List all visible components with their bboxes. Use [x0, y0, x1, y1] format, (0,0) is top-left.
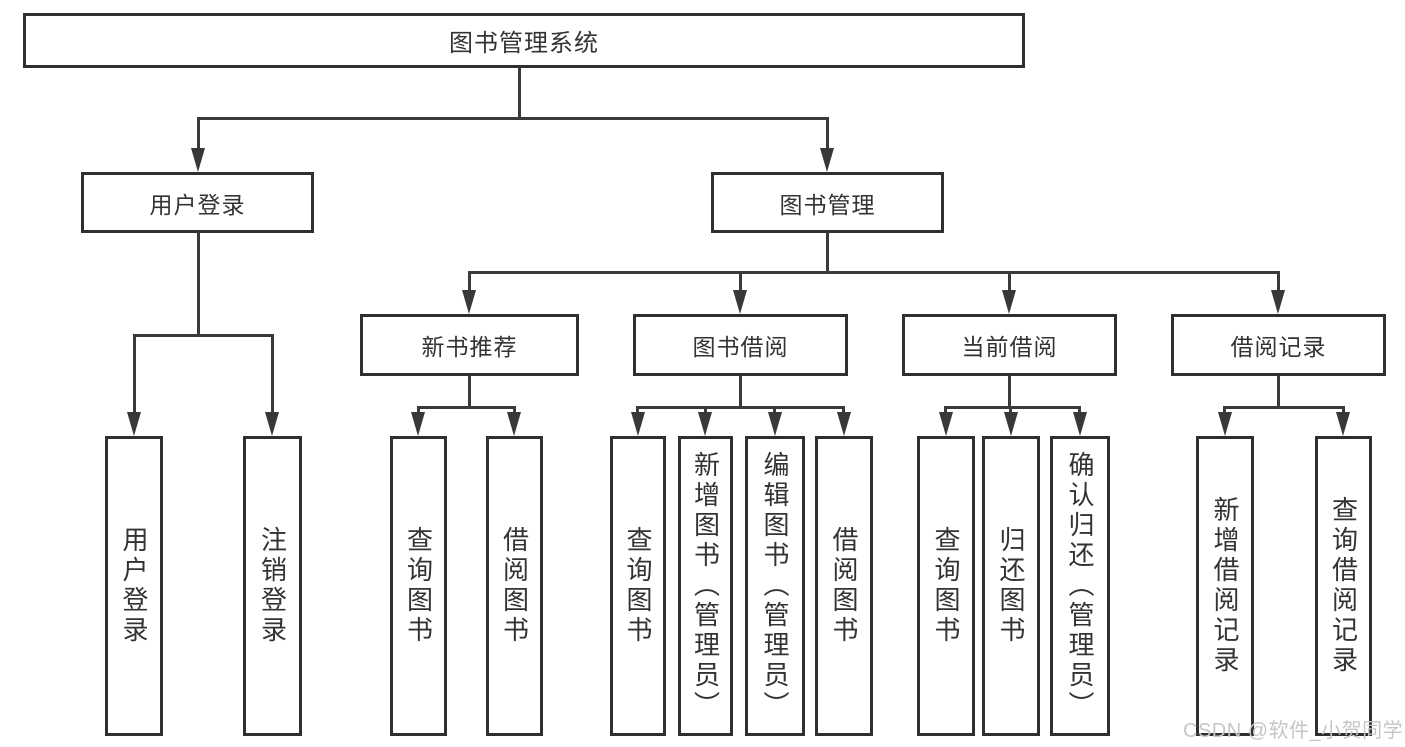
connector-arrowhead [411, 412, 425, 436]
connector-arrowhead [1271, 290, 1285, 314]
leaf-logout-label: 注销登录 [257, 526, 288, 646]
connector-line [518, 68, 521, 118]
node-book-borrowing: 图书借阅 [633, 314, 848, 376]
node-new-book-recommendation-label: 新书推荐 [421, 334, 518, 360]
leaf-query-borrow-record: 查询借阅记录 [1315, 436, 1372, 736]
node-current-borrowing-label: 当前借阅 [961, 334, 1058, 360]
connector-line [1277, 376, 1280, 407]
node-library-system-label: 图书管理系统 [449, 30, 599, 57]
connector-line [842, 406, 845, 414]
connector-line [826, 232, 829, 272]
connector-line [271, 334, 274, 414]
leaf-add-borrow-record: 新增借阅记录 [1196, 436, 1254, 736]
connector-line [704, 406, 707, 414]
connector-arrowhead [462, 290, 476, 314]
connector-arrowhead [1004, 412, 1018, 436]
connector-line [1078, 406, 1081, 414]
leaf-borrow-books-recommend-label: 借阅图书 [499, 526, 530, 646]
connector-line [197, 117, 200, 151]
leaf-query-books-recommend: 查询图书 [390, 436, 447, 736]
node-book-management-label: 图书管理 [779, 191, 876, 218]
connector-arrowhead [1336, 412, 1350, 436]
leaf-add-books-admin-label: 新增图书（管理员） [690, 451, 721, 721]
leaf-query-books-current-label: 查询图书 [931, 526, 961, 646]
leaf-borrow-books-label: 借阅图书 [829, 526, 859, 646]
leaf-confirm-return-admin: 确认归还（管理员） [1050, 436, 1110, 736]
connector-line [826, 117, 829, 151]
connector-line [1277, 271, 1280, 293]
leaf-return-books-label: 归还图书 [996, 526, 1026, 646]
connector-line [197, 232, 200, 335]
connector-line [739, 271, 742, 293]
connector-arrowhead [733, 290, 747, 314]
node-new-book-recommendation: 新书推荐 [360, 314, 579, 376]
connector-line [1008, 376, 1011, 407]
node-book-management: 图书管理 [711, 172, 944, 233]
connector-arrowhead [631, 412, 645, 436]
leaf-query-borrow-record-label: 查询借阅记录 [1328, 496, 1359, 676]
connector-arrowhead [507, 412, 521, 436]
connector-line [1342, 406, 1345, 414]
node-current-borrowing: 当前借阅 [902, 314, 1117, 376]
connector-line [636, 406, 845, 409]
leaf-user-login: 用户登录 [105, 436, 163, 736]
connector-arrowhead [1073, 412, 1087, 436]
connector-arrowhead [1002, 290, 1016, 314]
connector-line [773, 406, 776, 414]
leaf-edit-books-admin-label: 编辑图书（管理员） [760, 451, 790, 721]
connector-line [1223, 406, 1226, 414]
connector-line [944, 406, 1081, 409]
connector-arrowhead [1218, 412, 1232, 436]
connector-line [417, 406, 420, 414]
connector-line [739, 376, 742, 407]
leaf-query-books-current: 查询图书 [917, 436, 975, 736]
connector-arrowhead [837, 412, 851, 436]
node-borrowing-records-label: 借阅记录 [1230, 334, 1327, 360]
leaf-query-books-recommend-label: 查询图书 [403, 526, 434, 646]
connector-arrowhead [939, 412, 953, 436]
leaf-borrow-books-recommend: 借阅图书 [486, 436, 543, 736]
node-borrowing-records: 借阅记录 [1171, 314, 1386, 376]
connector-line [944, 406, 947, 414]
connector-line [1009, 406, 1012, 414]
connector-line [468, 271, 471, 293]
leaf-add-borrow-record-label: 新增借阅记录 [1210, 496, 1240, 676]
node-user-login-label: 用户登录 [149, 191, 246, 218]
connector-line [133, 334, 274, 337]
connector-line [468, 271, 1279, 274]
connector-line [636, 406, 639, 414]
connector-arrowhead [698, 412, 712, 436]
connector-line [197, 117, 829, 120]
connector-arrowhead [265, 412, 279, 436]
connector-line [1008, 271, 1011, 293]
connector-arrowhead [820, 148, 834, 172]
connector-line [417, 406, 516, 409]
leaf-confirm-return-admin-label: 确认归还（管理员） [1065, 451, 1095, 721]
node-library-system: 图书管理系统 [23, 13, 1025, 68]
leaf-logout: 注销登录 [243, 436, 302, 736]
leaf-query-books-borrow: 查询图书 [610, 436, 666, 736]
connector-line [1223, 406, 1344, 409]
connector-line [133, 334, 136, 414]
leaf-query-books-borrow-label: 查询图书 [623, 526, 653, 646]
connector-line [468, 376, 471, 407]
leaf-user-login-label: 用户登录 [119, 526, 149, 646]
connector-arrowhead [127, 412, 141, 436]
leaf-return-books: 归还图书 [982, 436, 1040, 736]
node-user-login: 用户登录 [81, 172, 314, 233]
leaf-borrow-books: 借阅图书 [815, 436, 873, 736]
connector-arrowhead [768, 412, 782, 436]
watermark-text: CSDN @软件_小贺同学 [1183, 720, 1404, 742]
connector-line [513, 406, 516, 414]
connector-arrowhead [191, 148, 205, 172]
node-book-borrowing-label: 图书借阅 [692, 334, 789, 360]
leaf-edit-books-admin: 编辑图书（管理员） [745, 436, 805, 736]
leaf-add-books-admin: 新增图书（管理员） [678, 436, 733, 736]
